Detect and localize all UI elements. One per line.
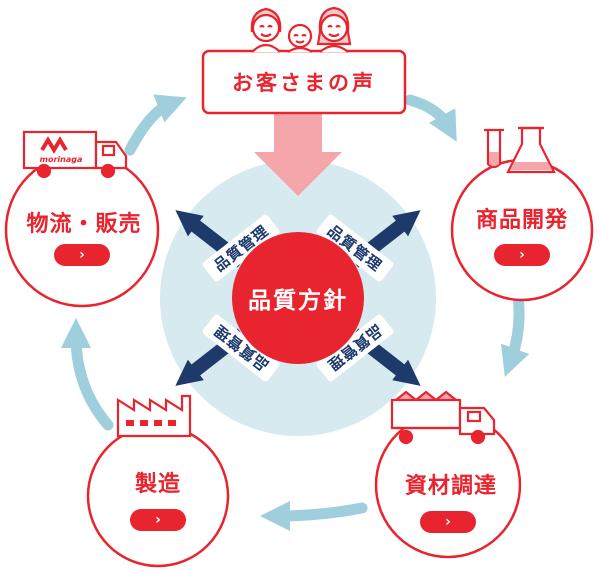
chevron-right-icon: › [445,514,451,530]
arrow-procurement-to-manufacturing [260,500,368,531]
logistics-button[interactable]: › [54,244,110,266]
node-label-manufacturing: 製造 [134,472,182,497]
quality-policy-label: 品質方針 [248,288,348,314]
arrow-logistics-to-voice [124,94,187,156]
family-icon [250,6,352,53]
lab-flasks-icon [484,126,556,174]
customer-voice-label: お客さまの声 [232,71,376,95]
node-label-procurement: 資材調達 [404,474,498,499]
voice-down-arrow [254,113,342,196]
truck-brand-text: morinaga [40,155,83,164]
development-button[interactable]: › [494,244,550,266]
chevron-right-icon: › [79,247,85,263]
cargo-truck-icon [390,390,496,445]
delivery-truck-icon [22,130,128,179]
chevron-right-icon: › [519,247,525,263]
arrow-manufacturing-to-logistics [61,318,114,431]
procurement-button[interactable]: › [420,511,476,533]
chevron-right-icon: › [155,512,161,528]
factory-icon [116,394,192,438]
manufacturing-button[interactable]: › [130,509,186,531]
qc-label-boxes [202,214,394,382]
node-label-development: 商品開発 [475,208,569,233]
node-label-logistics: 物流・販売 [26,212,142,237]
arrow-development-to-procurement [501,289,530,377]
cycle-arrows [61,94,530,531]
arrow-voice-to-development [404,94,457,142]
policy-circle [232,232,364,364]
